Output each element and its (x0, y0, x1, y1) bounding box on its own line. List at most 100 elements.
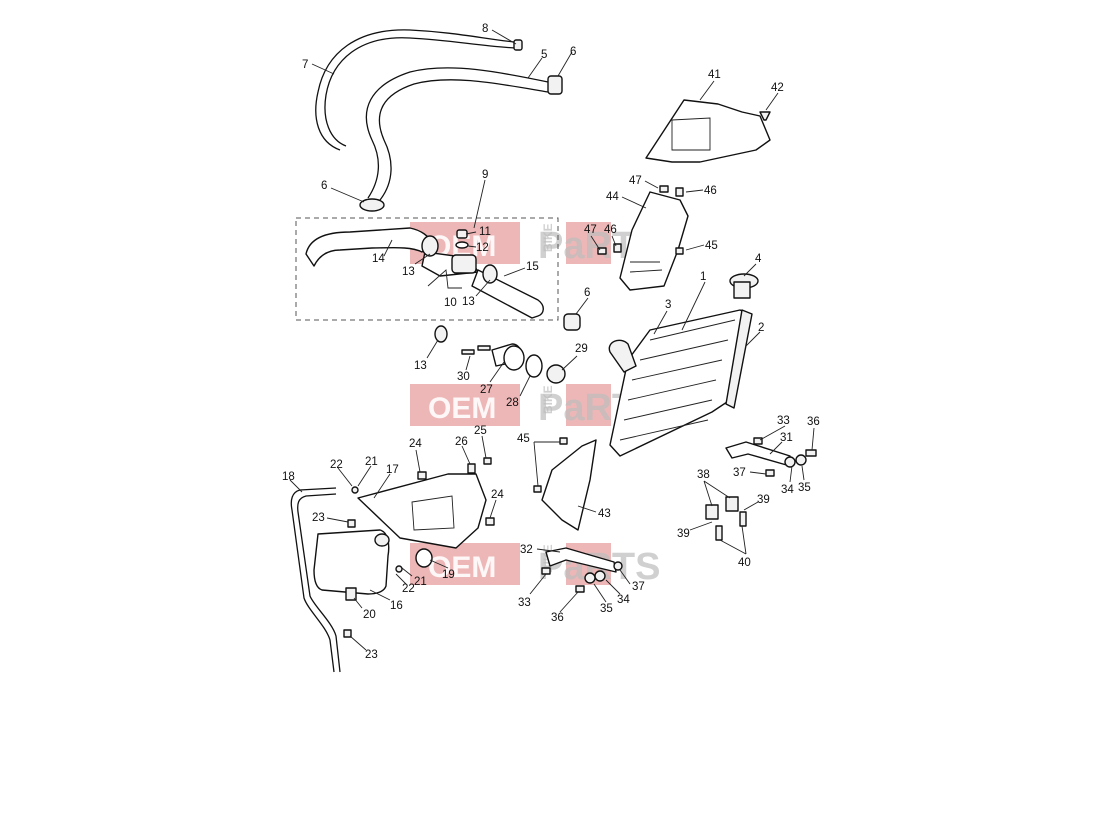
callout-3: 3 (665, 299, 671, 311)
callout-labels: 1 2 3 4 5 6 6 6 6 7 8 9 10 11 12 13 13 1… (282, 23, 820, 661)
callout-12: 12 (476, 242, 489, 254)
callout-6-b: 6 (321, 180, 327, 192)
bolt-47-mid (597, 247, 607, 255)
callout-23-a: 23 (312, 512, 325, 524)
callout-45-a: 45 (705, 240, 718, 252)
bolt-45-mid (675, 247, 684, 255)
callout-13-c: 13 (414, 360, 427, 372)
callout-22-a: 22 (330, 459, 343, 471)
callout-15: 15 (526, 261, 539, 273)
clip-19 (415, 548, 433, 568)
hose-18 (290, 487, 341, 673)
hose-clamp-8 (513, 39, 523, 51)
callout-31: 31 (780, 432, 793, 444)
watermark-middle-left: OEM (428, 392, 496, 425)
bolts-45-low (533, 437, 568, 493)
callout-45-b: 45 (517, 433, 530, 445)
hose-14 (305, 227, 433, 267)
callout-7: 7 (302, 59, 308, 71)
radiator-1 (608, 309, 753, 457)
callout-35-a: 35 (798, 482, 811, 494)
clamps-13-assembly (421, 235, 498, 284)
hose-15 (471, 269, 544, 319)
hose-5 (365, 67, 549, 201)
callout-46-b: 46 (604, 224, 617, 236)
callout-47-b: 47 (584, 224, 597, 236)
callout-26: 26 (455, 436, 468, 448)
callout-25: 25 (474, 425, 487, 437)
callout-43: 43 (598, 508, 611, 520)
fasteners-20-26 (343, 457, 495, 638)
callout-5: 5 (541, 49, 547, 61)
callout-24-b: 24 (491, 489, 504, 501)
callout-10: 10 (444, 297, 457, 309)
callout-27: 27 (480, 384, 493, 396)
callout-2: 2 (758, 322, 764, 334)
callout-33-b: 33 (518, 597, 531, 609)
callout-36-b: 36 (551, 612, 564, 624)
callout-29: 29 (575, 343, 588, 355)
watermark-bottom: OEM BIKE PaRTS (410, 543, 660, 588)
bracket-32 (545, 547, 617, 573)
nut-46-mid (613, 243, 622, 253)
callout-8: 8 (482, 23, 488, 35)
callout-13-a: 13 (402, 266, 415, 278)
bolts-30 (461, 345, 491, 355)
bolt-42 (759, 111, 771, 121)
callout-47-a: 47 (629, 175, 642, 187)
hose-clamp-6-top (547, 75, 563, 95)
callout-19: 19 (442, 569, 455, 581)
hardware-33-37-right (753, 437, 817, 477)
callout-34-a: 34 (781, 484, 794, 496)
nut-46-top (675, 187, 684, 197)
hardware-33-37-low (541, 561, 623, 593)
callout-34-b: 34 (617, 594, 630, 606)
grommets-38-40 (705, 496, 747, 541)
callout-33-a: 33 (777, 415, 790, 427)
callout-6-a: 6 (570, 46, 576, 58)
callout-39-a: 39 (757, 494, 770, 506)
hose-clamp-6-left (359, 198, 385, 212)
oring-28 (525, 354, 543, 378)
callout-17: 17 (386, 464, 399, 476)
callout-9: 9 (482, 169, 488, 181)
callout-23-b: 23 (365, 649, 378, 661)
hose-7 (315, 29, 516, 151)
callout-4: 4 (755, 253, 762, 265)
cap-4 (729, 273, 759, 299)
callout-36-a: 36 (807, 416, 820, 428)
cover-17 (357, 473, 487, 549)
watermark-top-side: BIKE (541, 223, 555, 252)
callout-46-a: 46 (704, 185, 717, 197)
callout-41: 41 (708, 69, 721, 81)
housing-10 (421, 251, 479, 277)
thermostat-29 (546, 364, 566, 384)
clamp-6-mid (563, 313, 581, 331)
cap-11 (456, 229, 468, 239)
callout-42: 42 (771, 82, 784, 94)
callout-35-b: 35 (600, 603, 613, 615)
callout-24-a: 24 (409, 438, 422, 450)
outlet-27 (491, 343, 525, 371)
callout-21-a: 21 (365, 456, 378, 468)
callout-18: 18 (282, 471, 295, 483)
leader-lines (289, 29, 815, 651)
callout-38: 38 (697, 469, 710, 481)
callout-32: 32 (520, 544, 533, 556)
callout-11: 11 (479, 226, 491, 238)
watermark-bottom-left: OEM (428, 551, 496, 584)
watermark-middle-side: BIKE (541, 385, 555, 414)
guard-41 (645, 99, 771, 163)
callout-22-b: 22 (402, 583, 415, 595)
callout-13-b: 13 (462, 296, 475, 308)
callout-6-c: 6 (584, 287, 590, 299)
callout-28: 28 (506, 397, 519, 409)
callout-30: 30 (457, 371, 470, 383)
callout-20: 20 (363, 609, 376, 621)
assembly-9-box (295, 217, 559, 321)
callout-16: 16 (390, 600, 403, 612)
callout-21-b: 21 (414, 576, 427, 588)
shroud-43 (541, 439, 597, 531)
duct-44 (619, 191, 689, 291)
clamp-13-loose (434, 325, 448, 343)
